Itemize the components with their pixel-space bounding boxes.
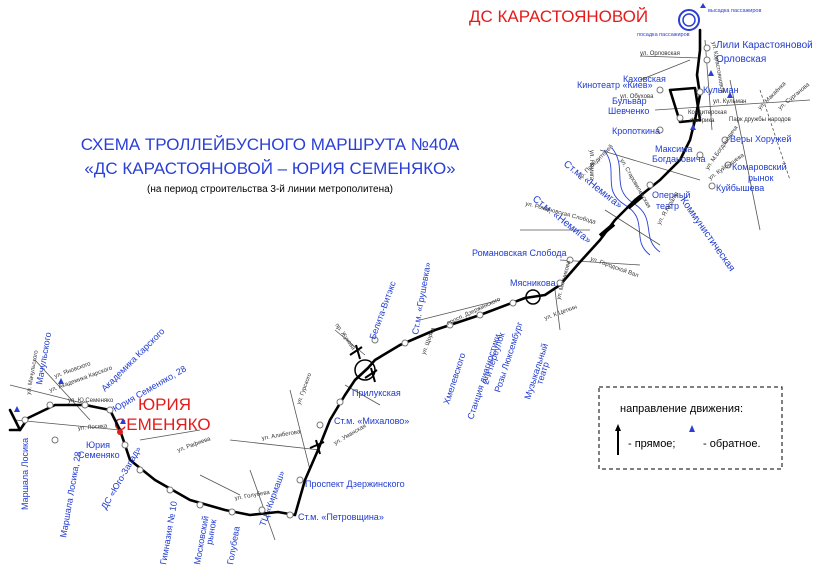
stop-priluk: Прилукская: [352, 388, 401, 398]
stop-very: Веры Хоружей: [730, 134, 791, 144]
stop-mikh: Ст.м. «Михалово»: [334, 416, 409, 426]
arrow-forward-icon: [615, 424, 621, 431]
stop-gimn: Гимназия № 10: [158, 500, 179, 565]
direction-arrows: [14, 70, 733, 424]
street-gorod: ул. Городской Вал: [589, 255, 640, 279]
street-kulman: ул. Кульман: [713, 99, 746, 105]
stop-park: Парк дружбы народов: [729, 117, 791, 123]
street-obuhova: ул. Обуховa: [620, 94, 654, 100]
stop-mosk-2: рынок: [204, 519, 218, 546]
street-kcetkin: ул. К.Цеткин: [544, 304, 578, 321]
metro-nemiga-icon: [598, 194, 644, 238]
stop-golub: Голубева: [225, 526, 242, 566]
stop-roman: Романовская Слобода: [472, 248, 567, 258]
stop-belita: Белита-Витэкс: [367, 279, 397, 340]
route-loop-sw: [8, 408, 22, 432]
stop-maksima-1: Максима: [655, 144, 692, 154]
stop-maksima-2: Богдановича: [652, 154, 706, 164]
stop-fabrika-2: фабрика: [690, 118, 715, 124]
roundabout-icon: [525, 289, 541, 305]
legend-title: направление движения:: [620, 403, 743, 415]
street-rafieva: ул. Рафиева: [177, 436, 212, 454]
stop-losika: Маршала Лосика: [20, 438, 30, 510]
stop-komar-2: рынок: [748, 173, 773, 183]
street-pobed: пр. Победителей: [576, 143, 614, 181]
stop-lili: Лили Карастояновой: [716, 40, 813, 51]
street-orlovskaya: ул. Орловская: [640, 51, 680, 57]
stop-opern-2: театр: [656, 201, 679, 211]
terminus-semenyako-line1: ЮРИЯ: [138, 395, 191, 414]
stop-orlovskaya: Орловская: [716, 54, 766, 65]
metro-mikhalovo-icon: [309, 439, 325, 455]
street-losika: ул. Лосика: [78, 423, 108, 432]
stop-kuib: Куйбышева: [716, 183, 764, 193]
legend-reverse: - обратное.: [703, 438, 761, 450]
stop-petrov: Ст.м. «Петровщина»: [298, 512, 384, 522]
stop-opern-1: Оперный: [652, 190, 690, 200]
stop-losika28: Маршала Лосика, 28: [58, 451, 83, 539]
stop-kakhovskaya: Каховская: [623, 74, 666, 84]
route-loop-ne: [668, 86, 702, 124]
terminus-karastoyanovoi: ДС КАРАСТОЯНОВОЙ: [469, 7, 648, 26]
stop-dots: [21, 44, 732, 519]
stop-khmel: Хмелевского: [441, 352, 467, 406]
note-alight: высадка пассажиров: [708, 8, 761, 14]
stop-bulvar-1: Бульвар: [612, 96, 647, 106]
terminus-ring-icon: [678, 3, 706, 31]
legend: направление движения: - прямое; - обратн…: [598, 386, 783, 470]
street-semenyako: ул. Ю.Семеняко: [68, 398, 114, 404]
map-subtitle: (на период строительства 3-й линии метро…: [147, 184, 393, 195]
stop-yur-1: Юрия: [86, 440, 110, 450]
stop-komm: Коммунистическая: [678, 195, 737, 273]
stop-komar-1: Комаровский: [732, 162, 787, 172]
arrow-reverse-icon: [689, 425, 695, 432]
stop-kulman: Кульман: [703, 85, 739, 95]
street-shchors: ул. Щорса: [421, 326, 437, 355]
street-uman: ул. Уманская: [333, 423, 368, 446]
stop-kirmash: ТЦ «Кирмаш»: [257, 469, 286, 527]
stop-myas: Мясникова: [510, 278, 556, 288]
stop-prosp: Проспект Дзержинского: [305, 479, 405, 489]
street-alibegova: ул. Алибегова: [261, 429, 301, 442]
stop-fabrika-1: Кондитерская: [688, 110, 727, 116]
street-nemiga: ул. Немига: [588, 150, 594, 181]
roundabout-priluk-icon: [354, 359, 376, 381]
stop-kropotkina: Кропоткина: [612, 126, 660, 136]
stop-grush: Ст.м. «Грушевка»: [410, 261, 433, 335]
stop-bulvar-2: Шевченко: [608, 106, 649, 116]
legend-forward: - прямое;: [628, 438, 675, 450]
map-title-line2: «ДС КАРАСТОЯНОВОЙ – ЮРИЯ СЕМЕНЯКО»: [84, 159, 455, 178]
stop-kinoteatr: Кинотеатр «Киев»: [577, 80, 653, 90]
street-zhukova: пр. Жукова: [333, 323, 356, 352]
stop-yur-2: Семеняко: [78, 450, 120, 460]
note-board: посадка пассажиров: [637, 32, 690, 38]
map-title-line1: СХЕМА ТРОЛЛЕЙБУСНОГО МАРШРУТА №40А: [81, 135, 460, 154]
route-line: [18, 28, 702, 517]
street-grodn: ул. Гурского: [296, 372, 313, 406]
terminus-semenyako-line2: СЕМЕНЯКО: [114, 415, 211, 434]
